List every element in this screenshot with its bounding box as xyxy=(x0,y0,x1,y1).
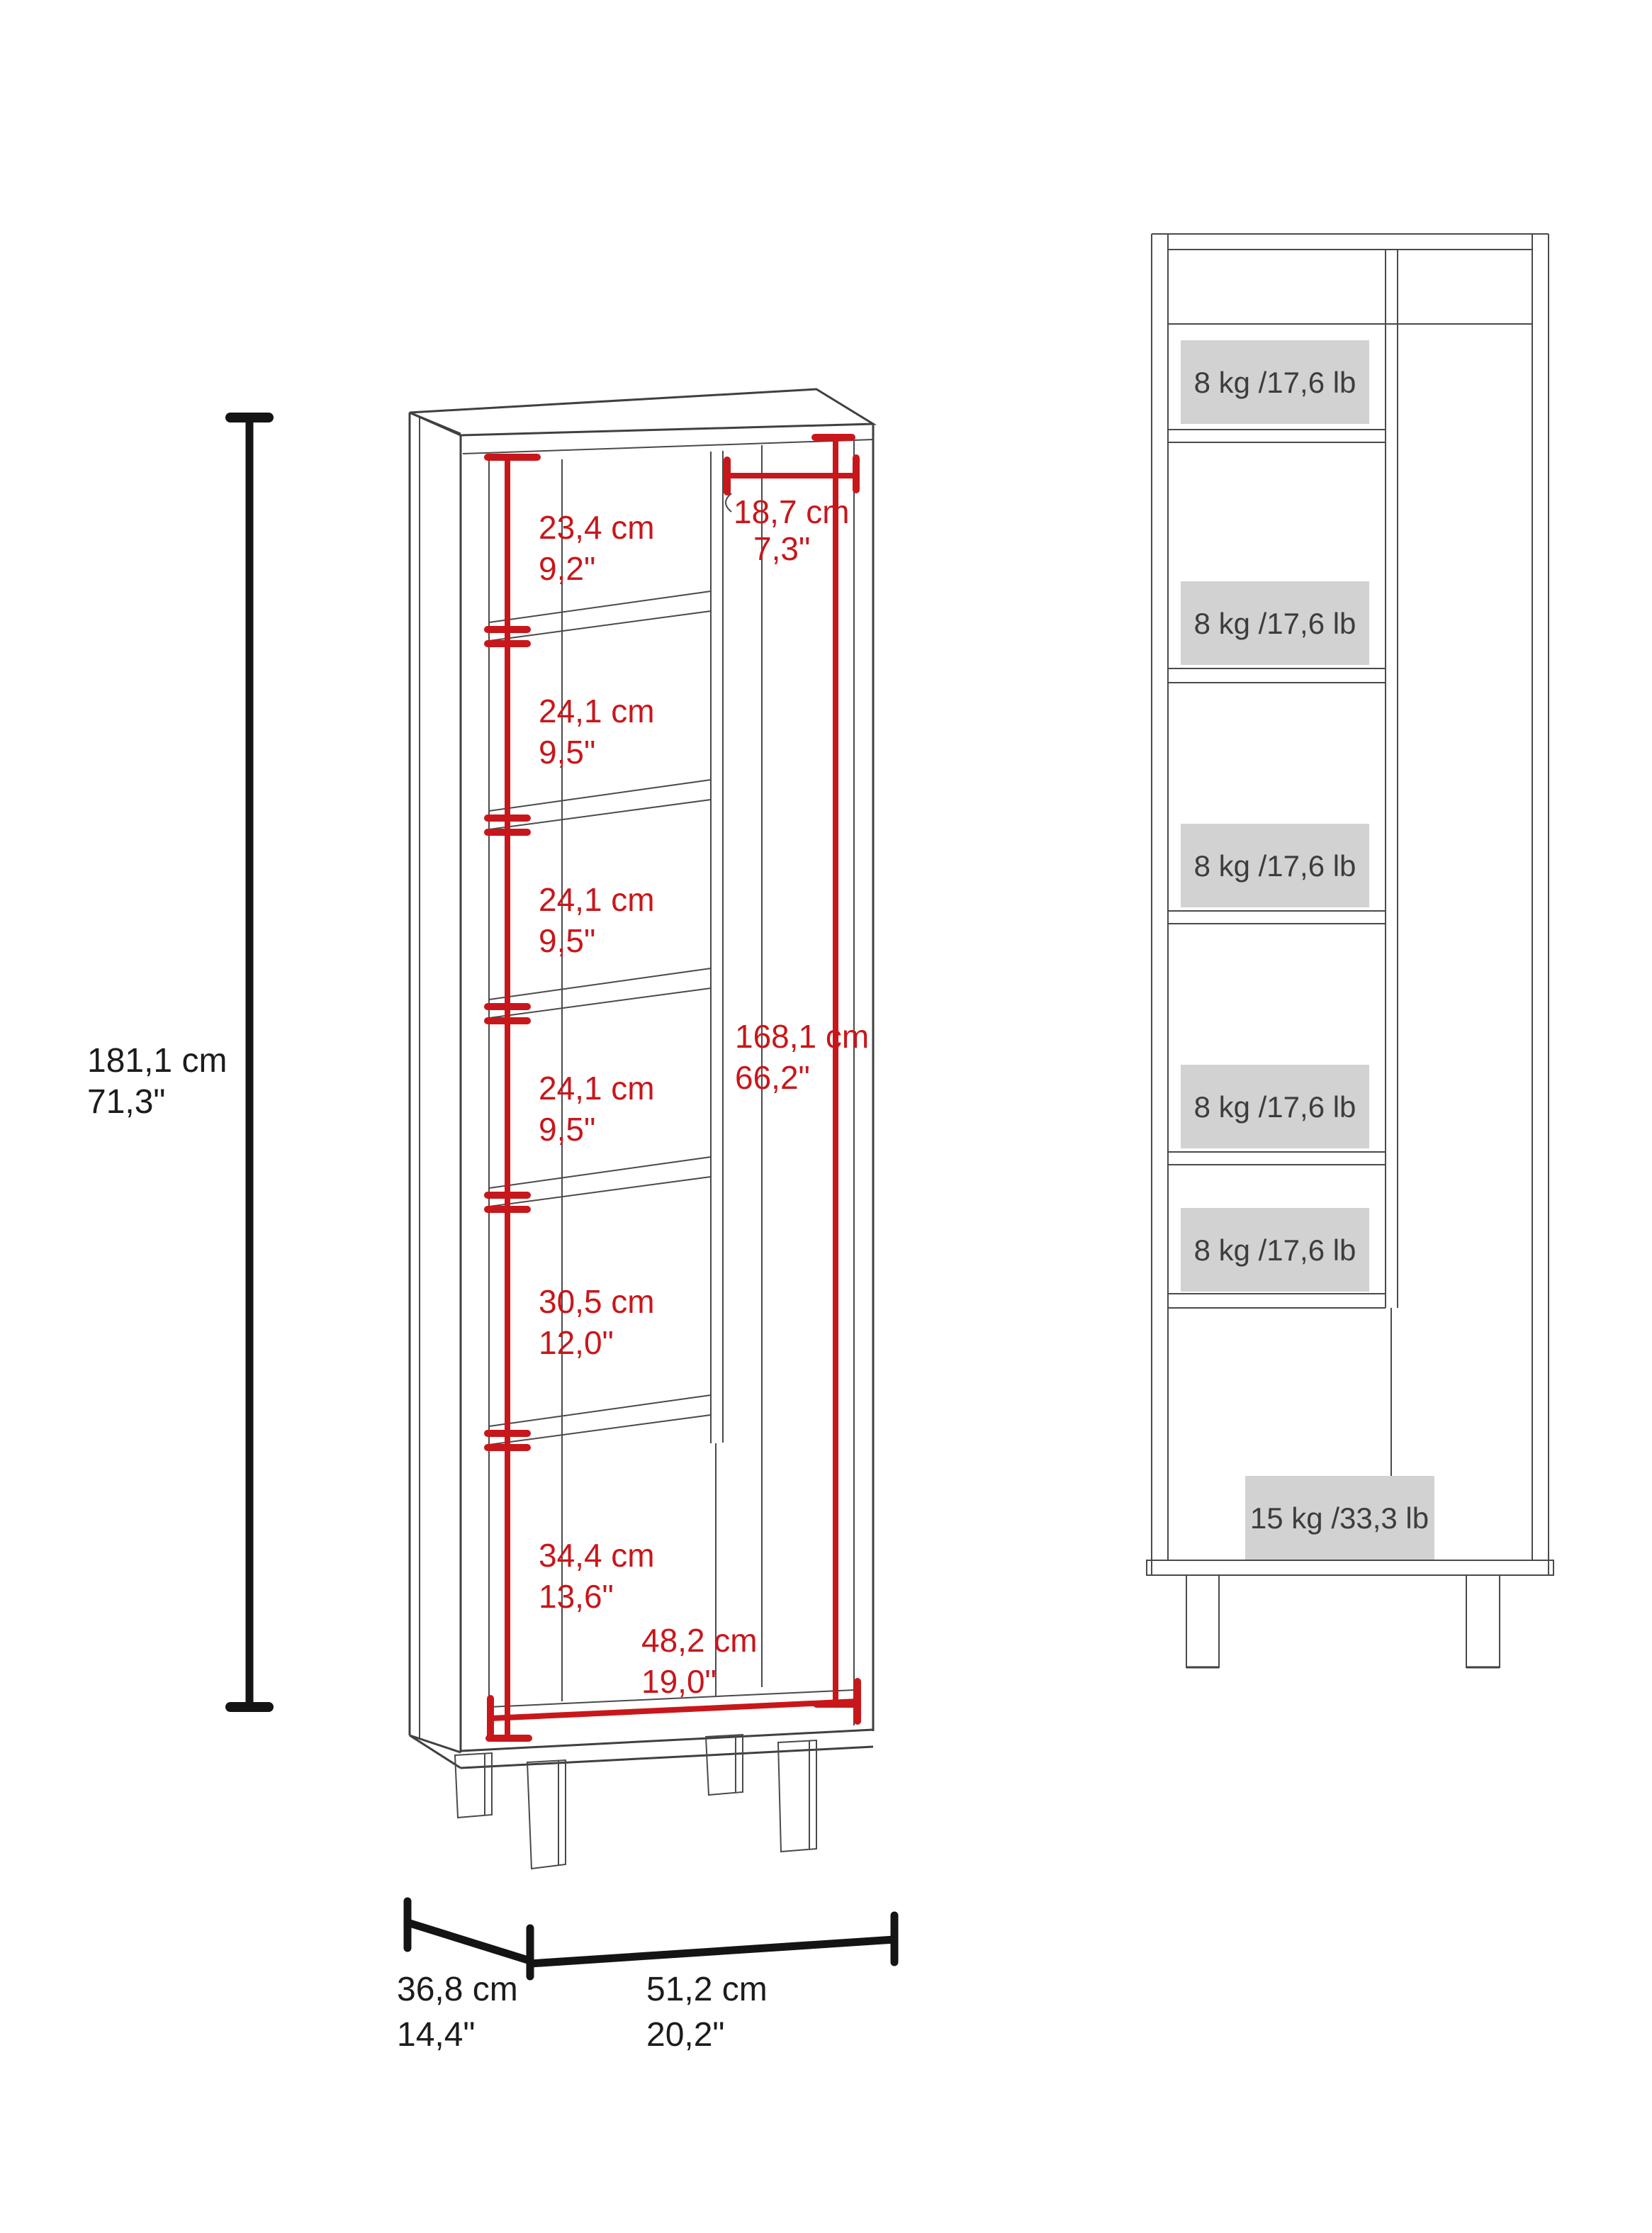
front-view-outline xyxy=(1146,233,1554,1576)
shelf-capacity-1: 8 kg /17,6 lb xyxy=(1181,340,1369,424)
shelf-capacity-2: 8 kg /17,6 lb xyxy=(1181,581,1369,665)
bottom-capacity-label: 15 kg /33,3 lb xyxy=(1250,1501,1429,1535)
cabinet-legs xyxy=(454,1733,817,1870)
red-dimension-top-width xyxy=(724,454,860,496)
left-view-perspective: 23,4 cm 9,2" 24,1 cm 9,5" 24,1 cm 9,5" 2… xyxy=(87,388,899,2054)
dim-label-top-width-in: 7,3" xyxy=(753,530,810,567)
shelf-capacity-2-label: 8 kg /17,6 lb xyxy=(1194,607,1356,640)
dim-label-section-2-cm: 24,1 cm xyxy=(539,693,655,729)
door-handle-notch xyxy=(725,493,732,513)
dim-label-section-2-in: 9,5" xyxy=(539,734,595,771)
dim-label-section-4-in: 9,5" xyxy=(539,1111,595,1148)
shelf-capacity-4: 8 kg /17,6 lb xyxy=(1181,1065,1369,1148)
front-view-divider xyxy=(1385,250,1398,1476)
dim-label-height-cm: 181,1 cm xyxy=(87,1042,227,1080)
dim-label-section-3-cm: 24,1 cm xyxy=(539,881,655,918)
dim-label-width-cm: 51,2 cm xyxy=(646,1971,768,2008)
shelf-capacity-5-label: 8 kg /17,6 lb xyxy=(1194,1233,1356,1267)
shelf-capacity-5: 8 kg /17,6 lb xyxy=(1181,1208,1369,1292)
shelf-capacity-3-label: 8 kg /17,6 lb xyxy=(1194,849,1356,883)
shelf-capacity-4-label: 8 kg /17,6 lb xyxy=(1194,1090,1356,1124)
dim-label-section-6-cm: 34,4 cm xyxy=(539,1537,655,1574)
shelf-capacity-3: 8 kg /17,6 lb xyxy=(1181,824,1369,907)
shelves xyxy=(488,591,712,1445)
dim-label-section-4-cm: 24,1 cm xyxy=(539,1070,655,1107)
dim-label-section-1-in: 9,2" xyxy=(539,550,595,587)
dim-label-top-width-cm: 18,7 cm xyxy=(734,493,850,530)
dim-label-section-5-cm: 30,5 cm xyxy=(539,1283,655,1320)
dim-label-inner-height-in: 66,2" xyxy=(735,1059,810,1096)
height-dimension-line xyxy=(225,413,274,1712)
dim-label-section-5-in: 12,0" xyxy=(539,1324,614,1361)
red-dimension-tall-column xyxy=(811,434,858,1708)
dim-label-inner-width-in: 19,0" xyxy=(641,1663,717,1700)
front-view-shelf-lines xyxy=(1168,429,1386,1309)
dim-label-depth-in: 14,4" xyxy=(397,2016,475,2054)
dim-label-section-1-cm: 23,4 cm xyxy=(539,509,655,546)
dim-label-inner-height-cm: 168,1 cm xyxy=(735,1018,869,1055)
dim-label-width-in: 20,2" xyxy=(646,2016,724,2054)
dim-label-inner-width-cm: 48,2 cm xyxy=(641,1622,758,1659)
cabinet-interior-lines xyxy=(488,445,763,1723)
front-view-legs xyxy=(1186,1574,1500,1669)
right-view-front: 8 kg /17,6 lb 8 kg /17,6 lb 8 kg /17,6 l… xyxy=(1146,233,1554,1669)
dim-label-height-in: 71,3" xyxy=(87,1083,165,1121)
dim-label-depth-cm: 36,8 cm xyxy=(397,1971,518,2008)
dim-label-section-6-in: 13,6" xyxy=(539,1578,614,1615)
dim-label-section-3-in: 9,5" xyxy=(539,922,595,959)
red-dimension-shelf-column xyxy=(484,454,541,1742)
footprint-dimension-lines xyxy=(403,1897,899,1981)
cabinet-outline xyxy=(408,388,877,1769)
bottom-capacity: 15 kg /33,3 lb xyxy=(1245,1476,1434,1560)
shelf-capacity-1-label: 8 kg /17,6 lb xyxy=(1194,366,1356,399)
red-dimension-inner-width xyxy=(487,1678,861,1742)
